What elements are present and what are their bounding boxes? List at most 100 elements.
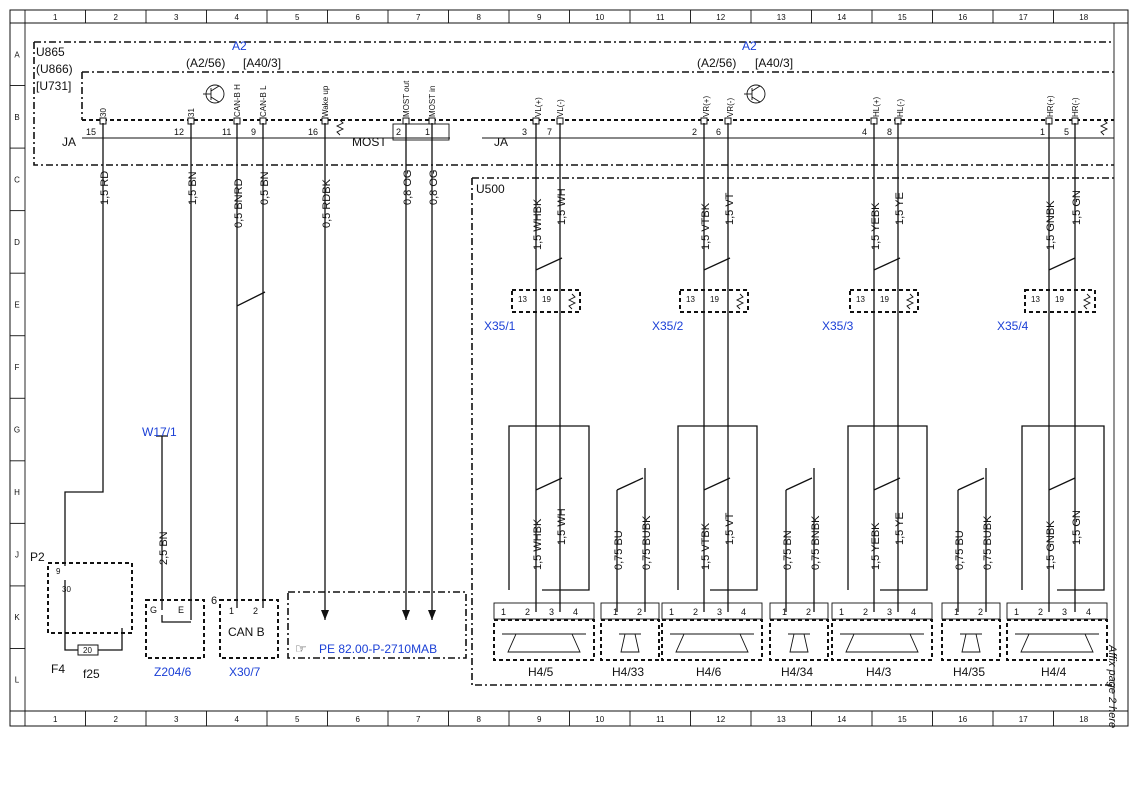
wire-label: 0,75 BU [954, 530, 966, 570]
speaker-label: H4/34 [781, 665, 813, 679]
column-number: 13 [777, 715, 786, 724]
column-number: 5 [295, 715, 300, 724]
u866-label: (U866) [36, 62, 73, 76]
x35-connector [679, 289, 749, 313]
wire-label: 1,5 YE [894, 512, 906, 545]
row-letter: L [15, 676, 20, 685]
column-number: 15 [898, 13, 907, 22]
u500-label: U500 [476, 182, 505, 196]
column-number: 6 [356, 13, 361, 22]
pin-number: 2 [978, 607, 983, 617]
svg-text:6: 6 [211, 595, 217, 607]
speaker-connector [1006, 602, 1108, 620]
speaker-icon [502, 633, 586, 653]
row-letter: F [15, 363, 20, 372]
speaker-connector [661, 602, 763, 620]
pin-19: 19 [880, 295, 889, 304]
svg-text:G: G [150, 605, 157, 615]
wire-bnrd: 0,5 BNRD [233, 178, 245, 228]
pin-number: 4 [1086, 607, 1091, 617]
column-number: 1 [53, 13, 58, 22]
row-letter: B [14, 113, 19, 122]
speaker-body [1006, 619, 1108, 661]
transistor-icon [744, 84, 766, 104]
svg-text:20: 20 [83, 646, 92, 655]
wire-bn25: 2,5 BN [158, 531, 170, 565]
loop-wire [847, 425, 928, 591]
x35-connector [511, 289, 581, 313]
pin-number: 2 [806, 607, 811, 617]
column-number: 17 [1019, 13, 1028, 22]
sig-31: 31 [187, 108, 196, 117]
pin-5: 5 [1064, 127, 1069, 137]
row-letter: A [14, 50, 20, 59]
column-number: 3 [174, 13, 179, 22]
wire-label: 1,5 VTBK [700, 202, 712, 250]
wire-bn: 1,5 BN [187, 171, 199, 205]
column-number: 13 [777, 13, 786, 22]
speaker-wire [1048, 123, 1076, 612]
column-number: 8 [477, 13, 482, 22]
wire-label: 0,75 BU [613, 530, 625, 570]
row-letter: H [14, 488, 20, 497]
pin-16: 16 [308, 127, 318, 137]
column-number: 10 [595, 715, 604, 724]
row-letter: D [14, 238, 20, 247]
a2-56-right: (A2/56) [697, 56, 736, 70]
row-letter: C [14, 175, 20, 184]
pin-number: 1 [839, 607, 844, 617]
svg-text:30: 30 [62, 585, 71, 594]
pin-number: 1 [1014, 607, 1019, 617]
pin-number: 2 [637, 607, 642, 617]
x35-connector [849, 289, 919, 313]
pin-12: 12 [174, 127, 184, 137]
x35-label: X35/4 [997, 319, 1029, 333]
loop-wire [1021, 425, 1105, 591]
speaker-label: H4/3 [866, 665, 892, 679]
wire-label: 0,75 BUBK [641, 515, 653, 570]
speaker-body [769, 619, 829, 661]
speaker-connector [831, 602, 933, 620]
margin-note: Affix page 2 here [1106, 644, 1118, 728]
pin-number: 3 [549, 607, 554, 617]
wire-label: 0,75 BUBK [982, 515, 994, 570]
pin-number: 4 [573, 607, 578, 617]
column-number: 9 [537, 13, 542, 22]
tweeter-icon [619, 633, 641, 653]
column-number: 7 [416, 715, 421, 724]
column-number: 4 [235, 715, 240, 724]
p2-label: P2 [30, 550, 45, 564]
pin-number: 2 [863, 607, 868, 617]
column-number: 14 [837, 715, 846, 724]
pin-19: 19 [1055, 295, 1064, 304]
loop-wire [508, 425, 590, 591]
sig-30: 30 [99, 108, 108, 117]
reference-link[interactable]: PE 82.00-P-2710MAB [319, 642, 437, 656]
pointing-hand-icon: ☞ [295, 641, 307, 656]
wire-label: 1,5 GNBK [1045, 200, 1057, 250]
pin-9: 9 [251, 127, 256, 137]
pin-number: 2 [525, 607, 530, 617]
column-number: 12 [716, 13, 725, 22]
pin-number: 3 [717, 607, 722, 617]
z204-6-label: Z204/6 [154, 665, 192, 679]
pin-number: 4 [911, 607, 916, 617]
wire-rdbk: 0,5 RDBK [321, 178, 333, 228]
column-number: 5 [295, 13, 300, 22]
x35-label: X35/2 [652, 319, 684, 333]
column-number: 14 [837, 13, 846, 22]
pin-number: 2 [1038, 607, 1043, 617]
wire-label: 1,5 VT [724, 192, 736, 225]
pin-13: 13 [1031, 295, 1040, 304]
column-number: 7 [416, 13, 421, 22]
column-number: 2 [114, 13, 119, 22]
u865-label: U865 [36, 45, 65, 59]
pin-15: 15 [86, 127, 96, 137]
speaker-wire [703, 123, 731, 612]
wire-rd: 1,5 RD [99, 171, 111, 205]
pin-2b: 2 [692, 127, 697, 137]
column-number: 3 [174, 715, 179, 724]
sig-most-in: MOST in [428, 86, 437, 117]
f25-label: f25 [83, 667, 100, 681]
